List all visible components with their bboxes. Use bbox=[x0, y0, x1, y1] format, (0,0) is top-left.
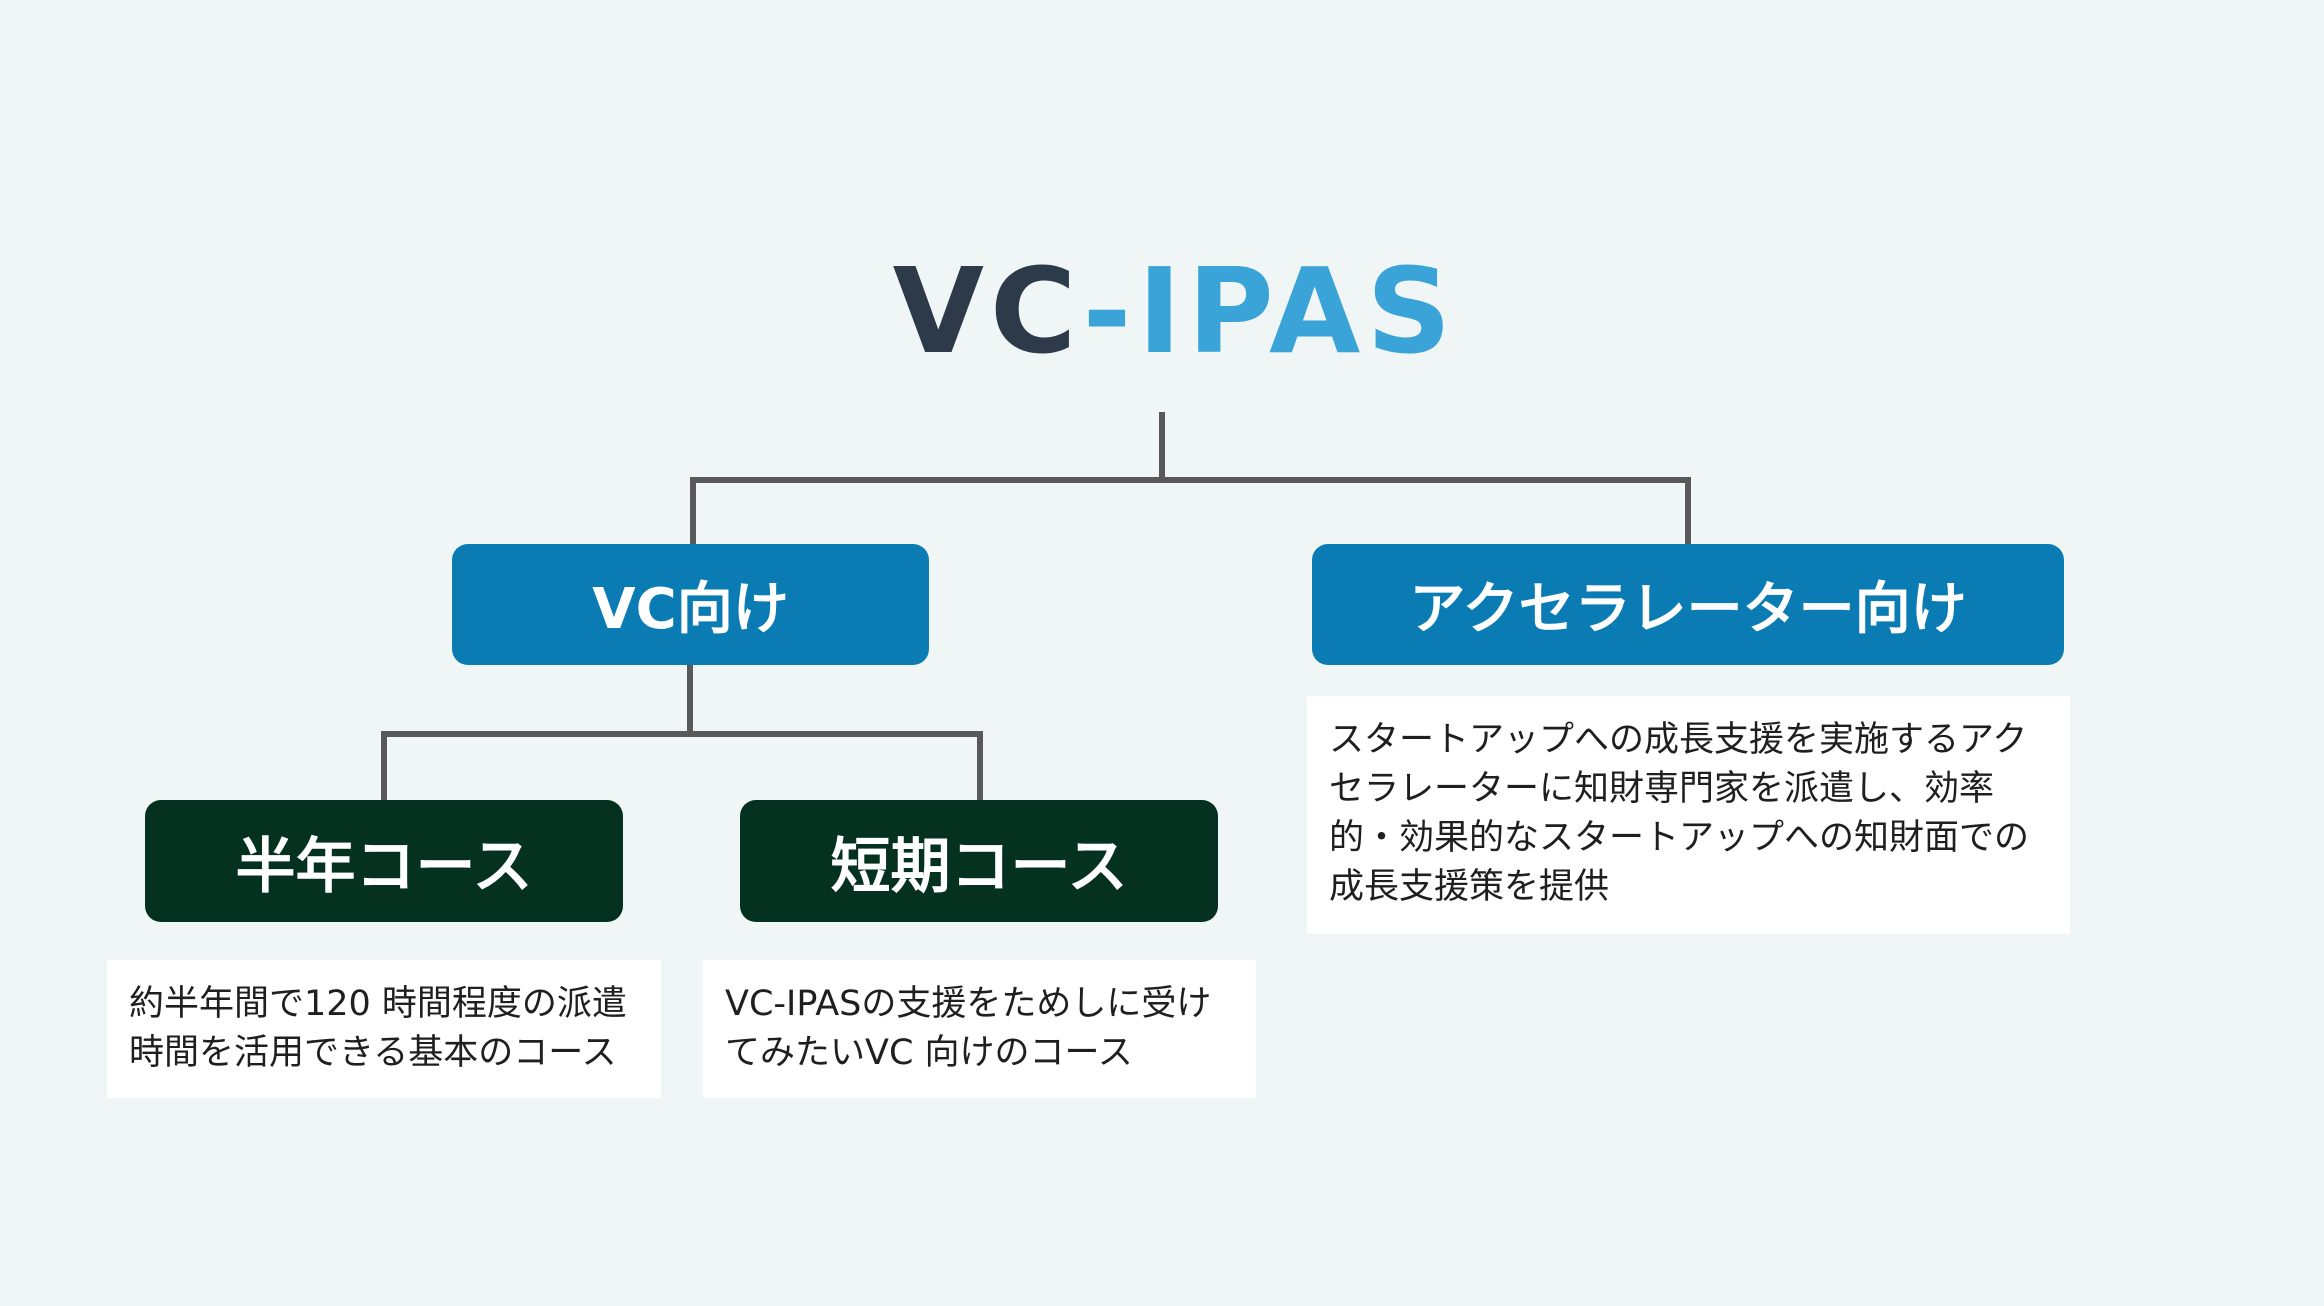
short-term-course-node: 短期コース bbox=[740, 800, 1218, 922]
short-term-description-line: てみたいVC 向けのコース bbox=[725, 1033, 1133, 1073]
accelerator-description: スタートアップへの成長支援を実施するアク セラレーターに知財専門家を派遣し、効率… bbox=[1307, 696, 2070, 934]
half-year-description-line: 時間を活用できる基本のコース bbox=[129, 1033, 617, 1073]
half-year-course-node: 半年コース bbox=[145, 800, 623, 922]
accelerator-description-line: スタートアップへの成長支援を実施するアク bbox=[1329, 720, 2028, 760]
logo-ipas-part: -IPAS bbox=[1082, 242, 1458, 380]
short-term-description-line: VC-IPASの支援をためしに受け bbox=[725, 984, 1212, 1024]
short-term-course-description: VC-IPASの支援をためしに受け てみたいVC 向けのコース bbox=[703, 960, 1256, 1098]
vc-node: VC向け bbox=[452, 544, 929, 665]
vc-ipas-logo: VC-IPAS VC-IPAS bbox=[870, 242, 1480, 380]
accelerator-description-line: セラレーターに知財専門家を派遣し、効率 bbox=[1329, 769, 1995, 809]
accelerator-node: アクセラレーター向け bbox=[1312, 544, 2064, 665]
accelerator-description-line: 的・効果的なスタートアップへの知財面での bbox=[1329, 818, 2030, 858]
half-year-description-line: 約半年間で120 時間程度の派遣 bbox=[129, 984, 627, 1024]
accelerator-description-line: 成長支援策を提供 bbox=[1329, 867, 1610, 907]
logo-vc-part: VC bbox=[892, 242, 1083, 380]
half-year-course-description: 約半年間で120 時間程度の派遣 時間を活用できる基本のコース bbox=[107, 960, 661, 1098]
